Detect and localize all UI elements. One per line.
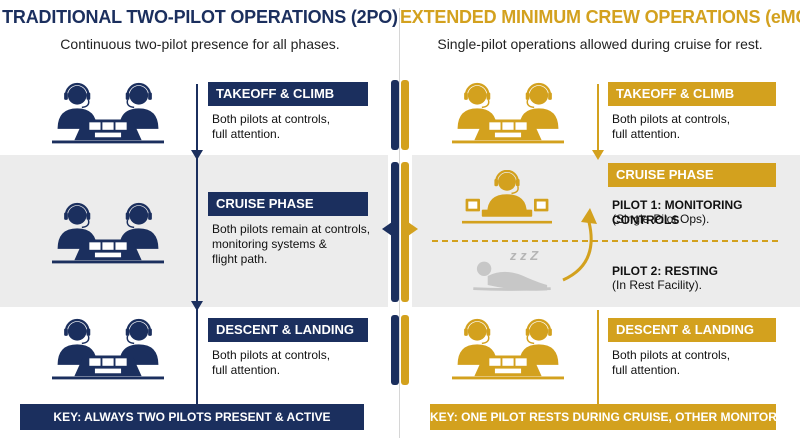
left-phase-cruise: CRUISE PHASE [208, 192, 368, 216]
left-timeline-arrow-icon [191, 150, 203, 160]
pilot1-note: (Single-Pilot Ops). [612, 212, 710, 226]
right-phase-descent: DESCENT & LANDING [608, 318, 776, 342]
left-phase-takeoff: TAKEOFF & CLIMB [208, 82, 368, 106]
cruise-divider-dashed [432, 240, 778, 242]
single-pilot-cockpit-icon [462, 170, 552, 224]
left-title: TRADITIONAL TWO-PILOT OPERATIONS (2PO) [2, 7, 398, 27]
center-bar-left-bot [391, 315, 399, 385]
right-timeline-arrow-icon [592, 150, 604, 160]
sleep-z-icon: z z Z [510, 248, 539, 263]
center-bar-left-mid [391, 162, 399, 302]
two-pilots-cockpit-icon [452, 82, 564, 144]
center-bar-left-top [391, 80, 399, 150]
two-pilots-cockpit-icon [452, 318, 564, 380]
center-arrow-left-icon [382, 222, 392, 236]
left-phase-descent-desc: Both pilots at controls, full attention. [212, 348, 331, 377]
center-bar-right-top [401, 80, 409, 150]
two-pilots-cockpit-icon [52, 82, 164, 144]
right-timeline [597, 310, 599, 404]
left-phase-cruise-desc: Both pilots remain at controls, monitori… [212, 222, 371, 266]
left-key: KEY: ALWAYS TWO PILOTS PRESENT & ACTIVE [20, 404, 364, 430]
left-phase-takeoff-desc: Both pilots at controls, full attention. [212, 112, 331, 141]
center-bar-right-bot [401, 315, 409, 385]
pilot2-status: PILOT 2: RESTING [612, 264, 719, 278]
pilot1-status: PILOT 1: MONITORING CONTROLS [612, 198, 743, 227]
left-phase-descent: DESCENT & LANDING [208, 318, 368, 342]
two-pilots-cockpit-icon [52, 202, 164, 264]
right-phase-descent-desc: Both pilots at controls, full attention. [612, 348, 731, 377]
left-timeline-arrow-icon [191, 301, 203, 311]
center-arrow-right-icon [408, 222, 418, 236]
right-timeline [597, 84, 599, 154]
left-cruise-band [0, 155, 388, 307]
right-key: KEY: ONE PILOT RESTS DURING CRUISE, OTHE… [430, 404, 785, 430]
left-subtitle: Continuous two-pilot presence for all ph… [60, 36, 340, 52]
right-phase-takeoff-desc: Both pilots at controls, full attention. [612, 112, 731, 141]
two-pilots-cockpit-icon [52, 318, 164, 380]
curved-arrow-icon [562, 208, 597, 282]
right-title: EXTENDED MINIMUM CREW OPERATIONS (eMCO) [400, 7, 800, 27]
right-phase-takeoff: TAKEOFF & CLIMB [608, 82, 776, 106]
pilot2-note: (In Rest Facility). [612, 278, 703, 292]
resting-pilot-icon [470, 258, 554, 294]
right-subtitle: Single-pilot operations allowed during c… [437, 36, 763, 52]
left-timeline [196, 84, 198, 404]
center-divider [399, 8, 400, 438]
right-phase-cruise: CRUISE PHASE [608, 163, 776, 187]
center-bar-right-mid [401, 162, 409, 302]
